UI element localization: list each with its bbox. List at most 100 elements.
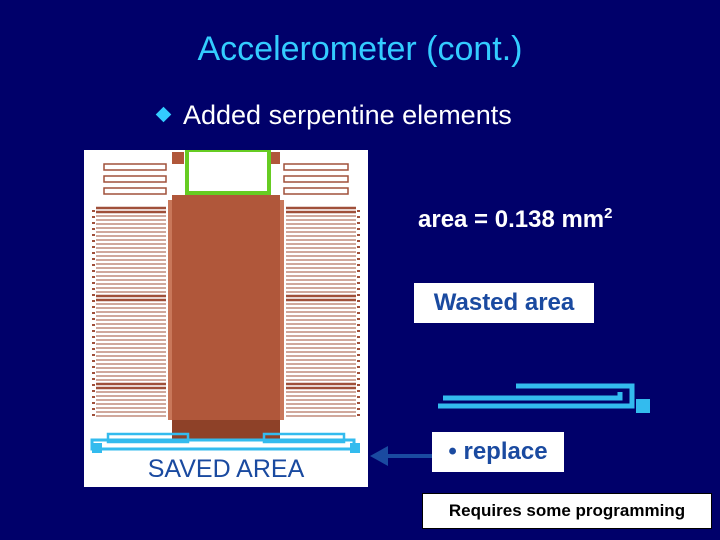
electrode-dot-left xyxy=(92,366,95,368)
electrode-dot-left xyxy=(92,396,95,398)
electrode-dot-right xyxy=(357,354,360,356)
anchor-pad-left xyxy=(172,152,184,164)
electrode-dot-right xyxy=(357,342,360,344)
electrode-dot-left xyxy=(92,270,95,272)
electrode-dot-right xyxy=(357,216,360,218)
electrode-dot-left xyxy=(92,378,95,380)
top-spring-right xyxy=(283,175,349,183)
electrode-dot-right xyxy=(357,384,360,386)
mass-edge-right xyxy=(280,200,284,420)
layout-drawing xyxy=(90,150,360,453)
electrode-dot-right xyxy=(357,360,360,362)
electrode-dot-left xyxy=(92,210,95,212)
area-value: area = 0.138 mm xyxy=(418,206,605,233)
arrow-left-icon xyxy=(370,446,432,466)
spring-anchor-icon xyxy=(636,399,650,413)
bullet-item: Added serpentine elements xyxy=(155,100,512,131)
electrode-dot-left xyxy=(92,240,95,242)
mass-edge-left xyxy=(168,200,172,420)
electrode-dot-right xyxy=(357,414,360,416)
electrode-dot-left xyxy=(92,294,95,296)
electrode-dot-left xyxy=(92,390,95,392)
electrode-dot-left xyxy=(92,228,95,230)
electrode-dot-left xyxy=(92,318,95,320)
electrode-dot-left xyxy=(92,306,95,308)
wasted-area-label: Wasted area xyxy=(414,283,594,323)
electrode-dot-right xyxy=(357,258,360,260)
electrode-dot-right xyxy=(357,408,360,410)
electrode-dot-left xyxy=(92,348,95,350)
electrode-dot-left xyxy=(92,384,95,386)
replace-box: • replace xyxy=(432,432,564,472)
electrode-dot-right xyxy=(357,366,360,368)
serpentine-spring-icon xyxy=(438,383,635,409)
electrode-dot-left xyxy=(92,216,95,218)
electrode-dot-left xyxy=(92,300,95,302)
electrode-dot-right xyxy=(357,240,360,242)
electrode-dot-left xyxy=(92,282,95,284)
electrode-dot-right xyxy=(357,294,360,296)
electrode-dot-left xyxy=(92,252,95,254)
electrode-dot-right xyxy=(357,372,360,374)
electrode-dot-right xyxy=(357,300,360,302)
electrode-dot-right xyxy=(357,330,360,332)
proof-mass xyxy=(172,195,280,440)
electrode-dot-left xyxy=(92,288,95,290)
electrode-dot-left xyxy=(92,372,95,374)
bullet-text: Added serpentine elements xyxy=(183,100,512,130)
requires-programming-note: Requires some programming xyxy=(422,493,712,529)
electrode-dot-left xyxy=(92,408,95,410)
top-spring-left xyxy=(103,175,167,183)
electrode-dot-right xyxy=(357,234,360,236)
mass-bottom xyxy=(172,420,280,440)
electrode-dot-right xyxy=(357,390,360,392)
slide-title: Accelerometer (cont.) xyxy=(197,30,523,68)
electrode-dot-left xyxy=(92,402,95,404)
electrode-dot-right xyxy=(357,252,360,254)
electrode-dot-left xyxy=(92,324,95,326)
electrode-dot-right xyxy=(357,324,360,326)
top-spring-left xyxy=(103,163,167,171)
electrode-dot-left xyxy=(92,234,95,236)
saved-spring-right xyxy=(262,432,346,444)
saved-area-label: SAVED AREA xyxy=(147,455,305,483)
electrode-dot-right xyxy=(357,210,360,212)
electrode-dot-left xyxy=(92,276,95,278)
electrode-dot-left xyxy=(92,246,95,248)
electrode-dot-left xyxy=(92,414,95,416)
electrode-dot-right xyxy=(357,396,360,398)
electrode-dot-left xyxy=(92,342,95,344)
electrode-dot-left xyxy=(92,264,95,266)
electrode-dot-right xyxy=(357,312,360,314)
highlight-box xyxy=(185,150,271,195)
electrode-dot-right xyxy=(357,270,360,272)
electrode-dot-left xyxy=(92,312,95,314)
accelerometer-layout: SAVED AREA xyxy=(84,150,368,487)
electrode-dot-left xyxy=(92,222,95,224)
electrode-dot-right xyxy=(357,222,360,224)
electrode-dot-left xyxy=(92,258,95,260)
electrode-dot-right xyxy=(357,378,360,380)
saved-anchor-right xyxy=(350,443,360,453)
top-spring-left xyxy=(103,187,167,195)
electrode-dot-right xyxy=(357,348,360,350)
electrode-dot-right xyxy=(357,276,360,278)
electrode-dot-right xyxy=(357,282,360,284)
electrode-dot-right xyxy=(357,306,360,308)
top-spring-right xyxy=(283,163,349,171)
saved-anchor-left xyxy=(92,443,102,453)
area-annotation: area = 0.138 mm2 xyxy=(418,205,612,234)
top-spring-right xyxy=(283,187,349,195)
electrode-dot-left xyxy=(92,360,95,362)
electrode-dot-right xyxy=(357,336,360,338)
electrode-dot-right xyxy=(357,318,360,320)
electrode-dot-right xyxy=(357,246,360,248)
electrode-dot-left xyxy=(92,330,95,332)
electrode-dot-right xyxy=(357,228,360,230)
electrode-dot-right xyxy=(357,264,360,266)
electrode-dot-left xyxy=(92,336,95,338)
electrode-dot-right xyxy=(357,402,360,404)
electrode-dot-left xyxy=(92,354,95,356)
saved-spring-left xyxy=(106,432,190,444)
